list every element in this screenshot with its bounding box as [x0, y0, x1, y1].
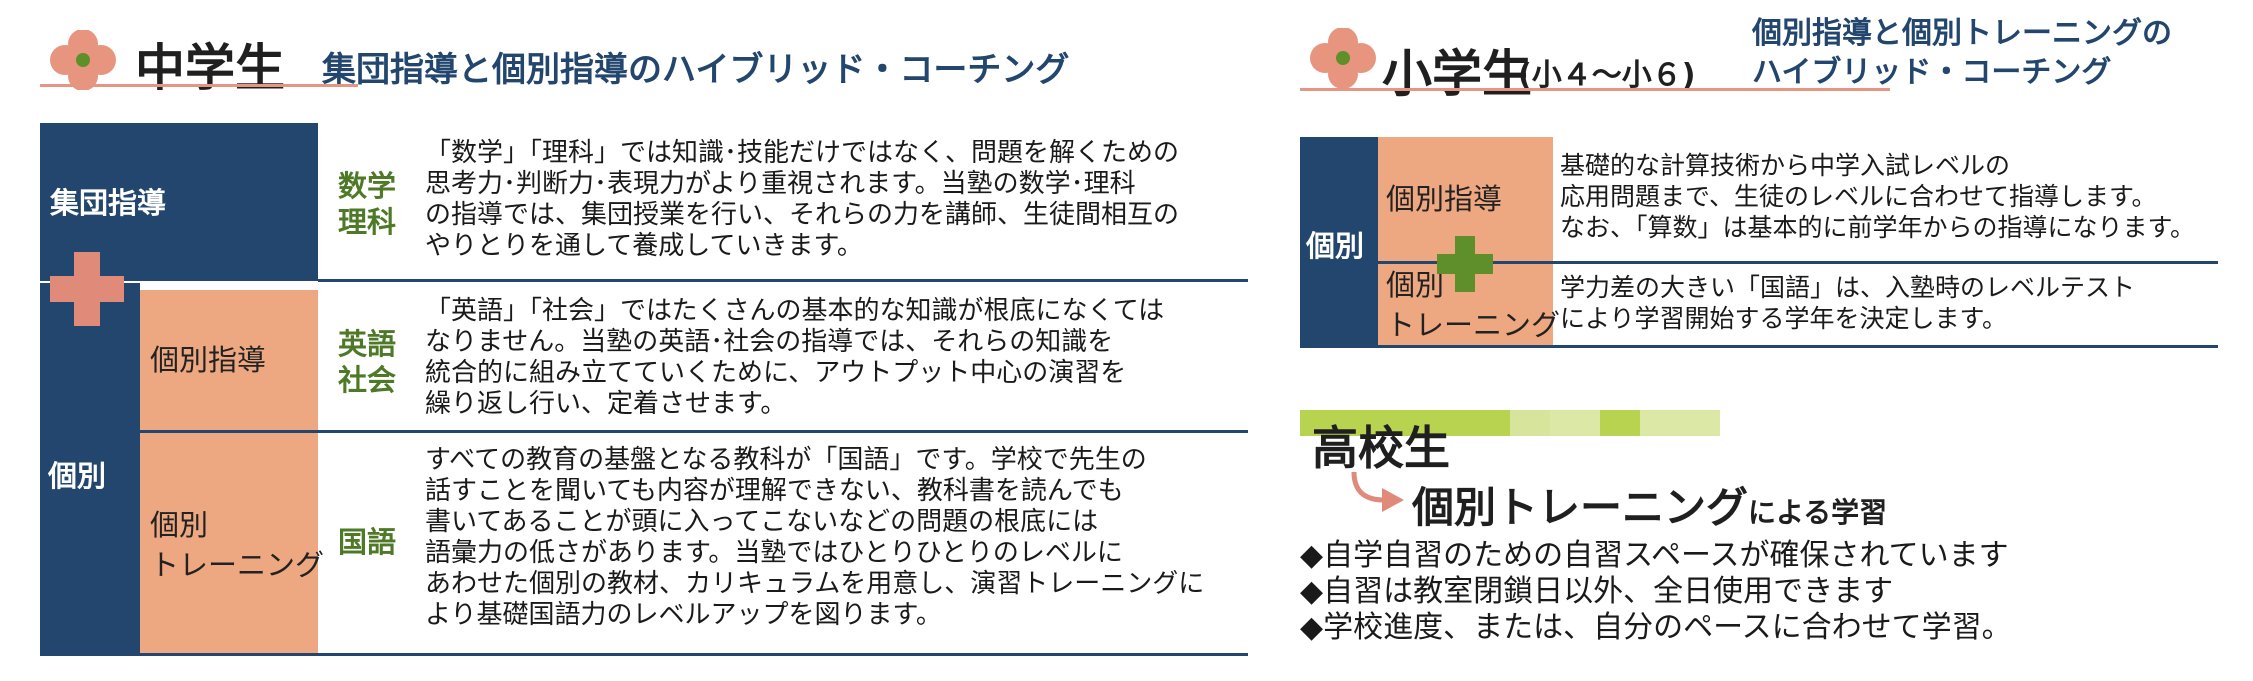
sub-label-1: 個別指導 — [150, 343, 267, 377]
divider — [40, 653, 1248, 656]
row-text: 「英語」「社会」ではたくさんの基本的な知識が根底になくては なりません。当塾の英… — [425, 296, 1165, 419]
high-title-band — [1300, 410, 1720, 436]
divider — [140, 430, 1248, 433]
elem-individual-cell: 個別 — [1300, 137, 1378, 347]
row-text: 「数学」「理科」では知識･技能だけではなく、問題を解くための 思考力･判断力･表… — [425, 138, 1180, 261]
group-label: 集団指導 — [50, 186, 167, 220]
elementary-subtitle: 個別指導と個別トレーニングの ハイブリッド・コーチング — [1752, 16, 2172, 90]
elem-label-1: 個別指導 — [1386, 182, 1503, 216]
plus-icon — [1437, 236, 1493, 292]
elem-label-2: 個別 トレーニング — [1386, 268, 1561, 342]
individual-label: 個別 — [48, 459, 107, 493]
header-underline — [1300, 88, 1890, 91]
individual-label-cell: 個別 — [40, 283, 140, 653]
divider — [1378, 261, 2218, 264]
bullet-item: ◆学校進度、または、自分のペースに合わせて学習。 — [1300, 610, 2012, 645]
row-text: すべての教育の基盤となる教科が「国語」です。学校で先生の 話すことを聞いても内容… — [425, 445, 1205, 630]
divider — [1300, 345, 2218, 348]
high-subtitle-suffix: による学習 — [1748, 496, 1888, 529]
flower-icon — [50, 30, 116, 90]
sub-label-cell-2: 個別 トレーニング — [140, 433, 324, 653]
elem-individual-label: 個別 — [1306, 229, 1365, 263]
middle-subtitle: 集団指導と個別指導のハイブリッド・コーチング — [322, 50, 1070, 90]
subject-label: 国語 — [338, 525, 397, 559]
sub-label-cell-1: 個別指導 — [140, 290, 318, 430]
bullet-item: ◆自学自習のための自習スペースが確保されています — [1300, 538, 2009, 573]
elem-label-cell-2: 個別 トレーニング — [1378, 263, 1560, 345]
arrow-icon — [1351, 471, 1404, 512]
plus-icon — [50, 252, 124, 326]
elem-row-text: 学力差の大きい「国語」は、入塾時のレベルテスト により学習開始する学年を決定しま… — [1560, 273, 2136, 333]
elem-row-text: 基礎的な計算技術から中学入試レベルの 応用問題まで、生徒のレベルに合わせて指導し… — [1560, 151, 2196, 242]
high-subtitle-main: 個別トレーニング — [1412, 483, 1749, 532]
elementary-grade: (小４〜小６) — [1518, 58, 1696, 93]
subject-label: 英語 社会 — [338, 327, 397, 397]
header-underline — [40, 84, 358, 87]
flower-icon — [1310, 28, 1376, 88]
sub-label-2: 個別 トレーニング — [150, 508, 325, 582]
bullet-item: ◆自習は教室閉鎖日以外、全日使用できます — [1300, 574, 1894, 609]
divider — [318, 279, 1248, 282]
high-subtitle: 個別トレーニングによる学習 — [1412, 474, 1887, 535]
middle-header: 中学生 集団指導と個別指導のハイブリッド・コーチング — [40, 20, 1250, 100]
middle-title: 中学生 — [135, 39, 285, 97]
subject-label: 数学 理科 — [338, 169, 397, 239]
high-title: 高校生 — [1312, 421, 1450, 475]
elementary-title: 小学生 — [1382, 45, 1532, 103]
